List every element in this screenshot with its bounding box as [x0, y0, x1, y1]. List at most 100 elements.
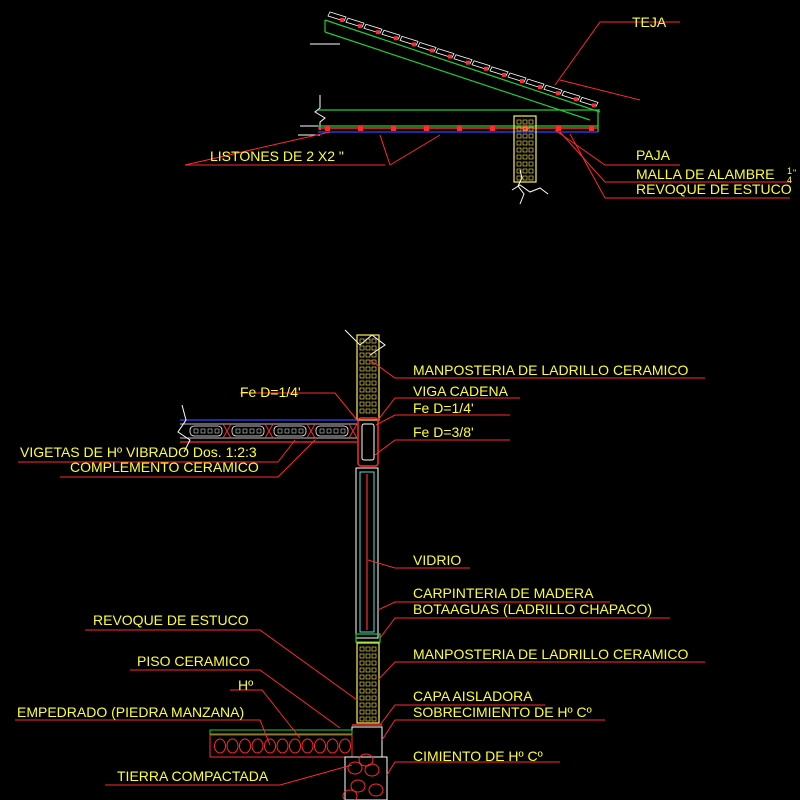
brick-cell — [365, 359, 371, 365]
listones — [325, 126, 594, 131]
viga-cadena — [357, 417, 379, 467]
brick-cell — [359, 688, 365, 694]
brick-cell — [371, 401, 377, 407]
brick-cell — [528, 126, 534, 132]
tile-nail — [466, 60, 470, 65]
stone — [342, 789, 358, 800]
block-cell — [200, 428, 206, 434]
stone — [326, 738, 339, 754]
label-teja: TEJA — [632, 14, 667, 30]
brick-cell — [365, 653, 371, 659]
brick-cell — [365, 681, 371, 687]
break-line — [314, 95, 326, 130]
label-revoque-estuco: REVOQUE DE ESTUCO — [93, 612, 249, 628]
piso-ceramico — [209, 729, 353, 735]
brick-cell — [359, 352, 365, 358]
label-malla: MALLA DE ALAMBRE — [636, 166, 775, 182]
label-carpinteria: CARPINTERIA DE MADERA — [413, 585, 594, 601]
liston — [358, 126, 363, 131]
brick-cell — [359, 359, 365, 365]
label-manposteria-bottom: MANPOSTERIA DE LADRILLO CERAMICO — [413, 646, 689, 662]
roof-slope-line — [324, 31, 591, 121]
brick-cell — [371, 345, 377, 351]
liston — [424, 126, 429, 131]
stone — [364, 763, 380, 777]
brick-cell — [371, 408, 377, 414]
label-piso: PISO CERAMICO — [137, 653, 250, 669]
tile-nail — [520, 79, 524, 83]
label-vigetas: VIGETAS DE Hº VIBRADO Dos. 1:2:3 — [20, 444, 257, 460]
brick-cell — [365, 709, 371, 715]
stone — [239, 738, 251, 754]
brick-cell — [365, 702, 371, 708]
block-cell — [193, 428, 199, 434]
cimiento-stones — [342, 753, 384, 800]
tile-nail — [358, 24, 362, 29]
stone — [347, 761, 363, 775]
brick-cell — [359, 338, 365, 344]
block-cell — [277, 428, 283, 434]
brick-cell — [371, 338, 377, 344]
tile-nail — [538, 85, 542, 90]
brick-cell — [371, 681, 377, 687]
liston — [391, 126, 396, 131]
tile-nail — [394, 36, 398, 41]
label-manposteria-top: MANPOSTERIA DE LADRILLO CERAMICO — [413, 362, 689, 378]
piedra-manzana — [214, 738, 351, 754]
label-malla-frac-den: 4 — [787, 175, 792, 185]
window — [355, 467, 381, 643]
stone — [358, 753, 374, 767]
brick-cell — [522, 147, 528, 153]
tile-nail — [556, 91, 560, 96]
upper-masonry-bricks — [359, 338, 377, 414]
tile-nail — [340, 18, 344, 22]
brick-cell — [516, 161, 522, 167]
floor-slab — [177, 404, 358, 453]
brick-cell — [516, 147, 522, 153]
label-viga-cadena: VIGA CADENA — [413, 383, 509, 399]
brick-cell — [365, 394, 371, 400]
brick-cell — [371, 380, 377, 386]
brick-cell — [365, 387, 371, 393]
lower-masonry — [356, 642, 380, 724]
brick-cell — [365, 338, 371, 344]
brick-cell — [371, 716, 377, 722]
brick-cell — [528, 140, 534, 146]
brick-cell — [359, 709, 365, 715]
brick-cell — [522, 154, 528, 160]
tile-nail — [448, 54, 452, 59]
brick-cell — [522, 175, 528, 181]
empedrado — [209, 734, 353, 758]
brick-cell — [371, 646, 377, 652]
brick-cell — [365, 380, 371, 386]
brick-cell — [359, 646, 365, 652]
brick-cell — [359, 716, 365, 722]
brick-cell — [528, 175, 534, 181]
brick-cell — [365, 716, 371, 722]
tile-nail — [376, 30, 380, 35]
brick-cell — [365, 408, 371, 414]
label-cimiento: CIMIENTO DE Hº Cº — [413, 748, 543, 764]
tile-nail — [484, 66, 488, 71]
brick-cell — [522, 140, 528, 146]
brick-cell — [365, 674, 371, 680]
label-vidrio: VIDRIO — [413, 552, 461, 568]
brick-cell — [516, 126, 522, 132]
vigeta — [306, 423, 316, 439]
stone — [350, 779, 366, 793]
brick-cell — [371, 352, 377, 358]
label-paja: PAJA — [636, 147, 671, 163]
sobrecimiento — [351, 726, 383, 758]
complemento-block — [315, 425, 349, 437]
block-cell — [214, 428, 220, 434]
label-capa: CAPA AISLADORA — [413, 688, 533, 704]
brick-cell — [359, 681, 365, 687]
brick-cell — [528, 147, 534, 153]
lower-masonry-bricks — [359, 646, 377, 722]
label-empedrado: EMPEDRADO (PIEDRA MANZANA) — [17, 704, 244, 720]
brick-cell — [528, 168, 534, 174]
brick-cell — [371, 387, 377, 393]
brick-cell — [365, 401, 371, 407]
brick-cell — [359, 408, 365, 414]
